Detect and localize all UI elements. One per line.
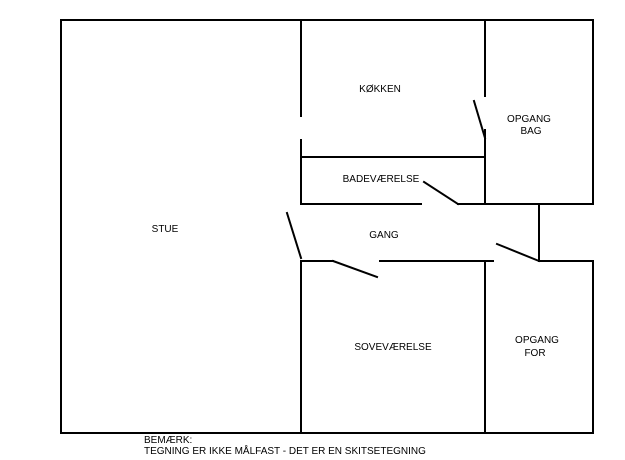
door-koekken-opgang (472, 99, 487, 140)
room-label-stue: STUE (152, 224, 179, 235)
room-label-koekken: KØKKEN (359, 84, 401, 95)
door-badevaerelse (422, 180, 460, 206)
room-label-gang: GANG (369, 230, 399, 241)
note-text: TEGNING ER IKKE MÅLFAST - DET ER EN SKIT… (144, 446, 426, 457)
room-label-opgang-bag-line1: OPGANG (507, 114, 551, 125)
door-stue-gang (285, 211, 303, 260)
door-sovevaerelse (331, 259, 379, 279)
room-label-badevaerelse: BADEVÆRELSE (343, 174, 420, 185)
note-heading: BEMÆRK: (144, 435, 193, 446)
room-label-opgang-for-line2: FOR (524, 348, 545, 359)
door-opgang-for (495, 242, 541, 263)
room-label-opgang-bag-line2: BAG (520, 126, 541, 137)
room-label-opgang-for-line1: OPGANG (515, 335, 559, 346)
room-label-sovevaerelse: SOVEVÆRELSE (354, 342, 432, 353)
